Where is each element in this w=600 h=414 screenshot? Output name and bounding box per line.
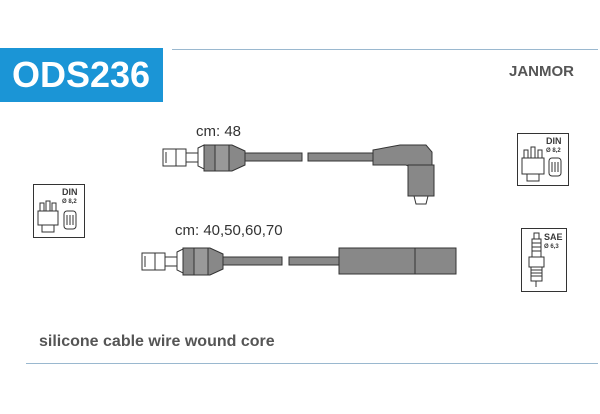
distributor-cap-icon xyxy=(521,146,562,182)
footer-divider xyxy=(26,363,598,364)
left-cap-diameter: Ø 8,2 xyxy=(62,199,77,205)
cable-1-angled-boot xyxy=(372,144,435,205)
brand-name: JANMOR xyxy=(509,63,575,80)
product-code: ODS236 xyxy=(0,48,163,102)
right-cap-tag: DIN Ø 8,2 xyxy=(517,133,569,186)
spark-plug-diameter: Ø 6,3 xyxy=(544,244,559,250)
cable-1-left-terminal xyxy=(162,144,205,170)
cable-1-length-label: cm: 48 xyxy=(196,123,242,140)
spark-plug-standard: SAE xyxy=(544,232,563,242)
cable-2-length-label: cm: 40,50,60,70 xyxy=(175,222,283,239)
cable-2-wire xyxy=(222,256,340,266)
left-cap-standard: DIN xyxy=(62,187,78,197)
spark-plug-tag: SAE Ø 6,3 xyxy=(521,228,567,292)
cable-2-straight-boot xyxy=(338,247,457,275)
left-cap-tag: DIN Ø 8,2 xyxy=(33,184,85,238)
distributor-cap-icon xyxy=(37,200,77,233)
right-cap-standard: DIN xyxy=(546,136,562,146)
spark-plug-icon xyxy=(528,232,545,287)
right-cap-diameter: Ø 8,2 xyxy=(546,148,561,154)
cable-2-left-terminal xyxy=(141,248,184,274)
header-divider xyxy=(172,49,598,50)
cable-1-boot-left xyxy=(203,144,246,172)
product-description: silicone cable wire wound core xyxy=(39,333,275,350)
cable-2-boot-left xyxy=(182,247,224,276)
